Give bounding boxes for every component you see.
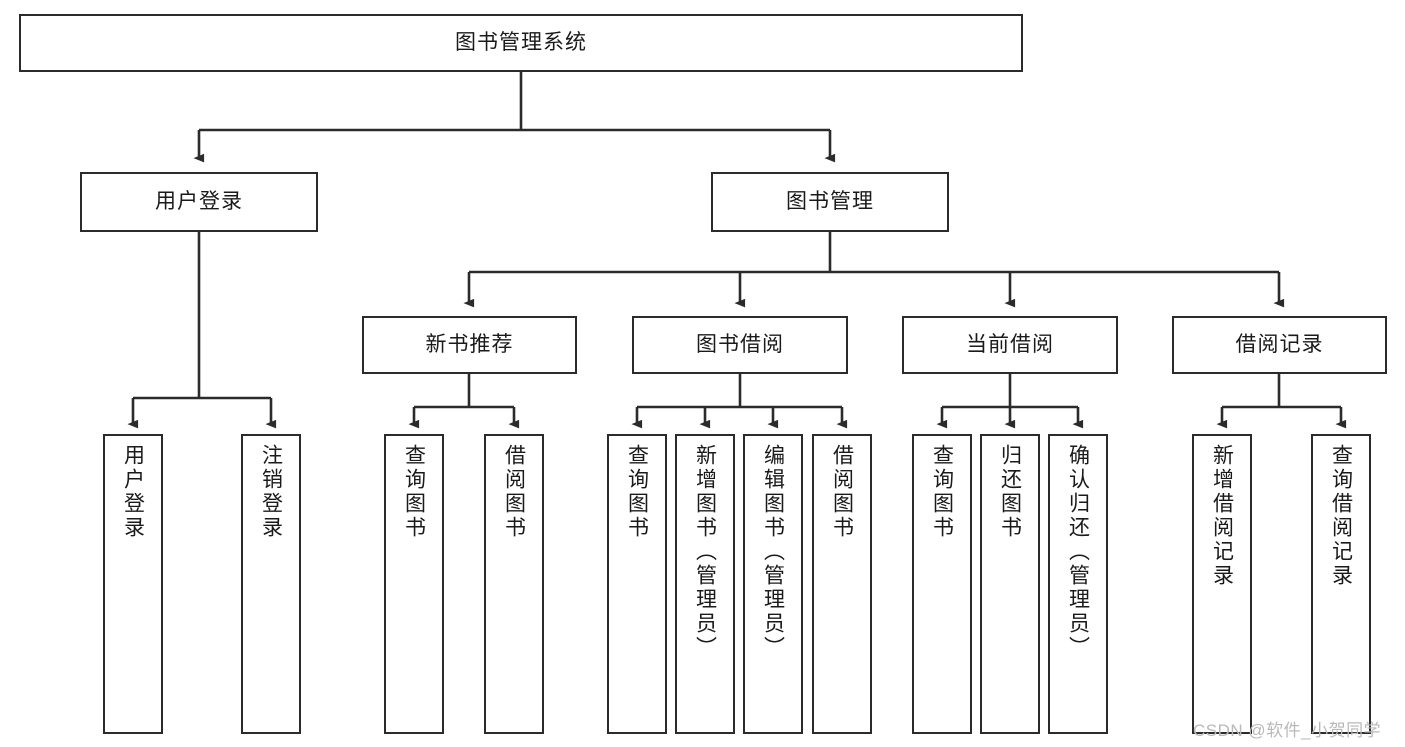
leaf-query-book-2-label: 查询图书 <box>625 444 649 540</box>
leaf-borrow-book-1-label: 借阅图书 <box>502 444 526 540</box>
leaf-add-book[interactable]: 新增图书（管理员） <box>675 434 735 734</box>
node-book-manage-label: 图书管理 <box>786 189 874 213</box>
leaf-edit-book[interactable]: 编辑图书（管理员） <box>743 434 803 734</box>
node-current-borrow[interactable]: 当前借阅 <box>902 316 1118 374</box>
node-borrow-record[interactable]: 借阅记录 <box>1172 316 1387 374</box>
leaf-return-book-label: 归还图书 <box>998 444 1022 540</box>
leaf-borrow-book-2-label: 借阅图书 <box>830 444 854 540</box>
leaf-return-book[interactable]: 归还图书 <box>980 434 1040 734</box>
node-borrow-record-label: 借阅记录 <box>1235 332 1324 356</box>
leaf-add-record[interactable]: 新增借阅记录 <box>1192 434 1252 734</box>
csdn-watermark: CSDN @软件_小贺同学 <box>1193 721 1382 740</box>
leaf-query-record-label: 查询借阅记录 <box>1329 444 1353 588</box>
node-book-manage[interactable]: 图书管理 <box>711 172 949 232</box>
node-book-borrow-label: 图书借阅 <box>696 332 784 356</box>
node-new-book-rec-label: 新书推荐 <box>425 332 514 356</box>
leaf-borrow-book-2[interactable]: 借阅图书 <box>812 434 872 734</box>
leaf-add-record-label: 新增借阅记录 <box>1210 444 1234 588</box>
leaf-edit-book-label: 编辑图书（管理员） <box>761 444 785 660</box>
node-root[interactable]: 图书管理系统 <box>19 14 1023 72</box>
leaf-user-login-label: 用户登录 <box>121 444 145 540</box>
leaf-query-book-3-label: 查询图书 <box>930 444 954 540</box>
node-new-book-rec[interactable]: 新书推荐 <box>362 316 577 374</box>
leaf-confirm-return[interactable]: 确认归还（管理员） <box>1048 434 1108 734</box>
node-book-borrow[interactable]: 图书借阅 <box>632 316 848 374</box>
leaf-query-book-3[interactable]: 查询图书 <box>912 434 972 734</box>
leaf-add-book-label: 新增图书（管理员） <box>693 444 717 660</box>
leaf-borrow-book-1[interactable]: 借阅图书 <box>484 434 544 734</box>
node-current-borrow-label: 当前借阅 <box>966 332 1054 356</box>
leaf-query-book-1[interactable]: 查询图书 <box>384 434 444 734</box>
leaf-logout-label: 注销登录 <box>259 444 283 540</box>
leaf-query-record[interactable]: 查询借阅记录 <box>1311 434 1371 734</box>
node-user-login[interactable]: 用户登录 <box>80 172 318 232</box>
leaf-confirm-return-label: 确认归还（管理员） <box>1066 444 1090 660</box>
node-root-label: 图书管理系统 <box>455 30 587 54</box>
leaf-logout[interactable]: 注销登录 <box>241 434 301 734</box>
node-user-login-label: 用户登录 <box>155 189 243 213</box>
leaf-user-login[interactable]: 用户登录 <box>103 434 163 734</box>
leaf-query-book-2[interactable]: 查询图书 <box>607 434 667 734</box>
leaf-query-book-1-label: 查询图书 <box>402 444 426 540</box>
